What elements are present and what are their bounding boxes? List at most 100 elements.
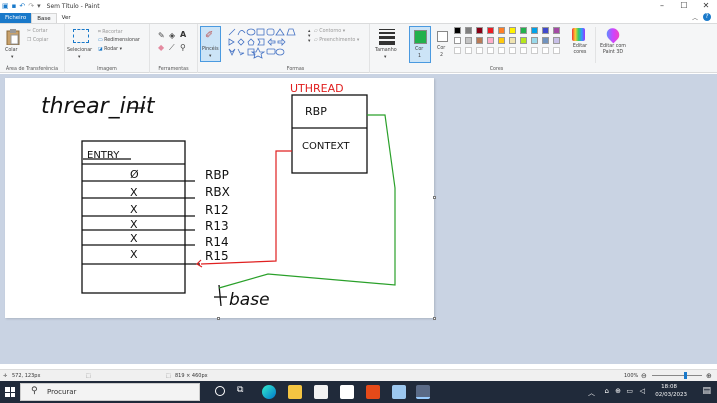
paste-button[interactable]: Colar ▾ [3, 27, 23, 63]
palette-swatch-empty[interactable] [465, 47, 472, 54]
palette-swatch[interactable] [542, 27, 549, 34]
resize-handle-bottom[interactable] [217, 317, 220, 320]
eraser-icon[interactable]: ◆ [158, 43, 165, 52]
palette-swatch[interactable] [487, 37, 494, 44]
save-icon[interactable]: ▪ [11, 2, 17, 10]
crop-button[interactable]: ⌗ Recortar [98, 30, 123, 35]
palette-swatch-empty[interactable] [509, 47, 516, 54]
drawing-canvas[interactable]: threar_init UTHREAD RBP CONTEXT ENTRY Ø … [5, 78, 436, 320]
resize-handle-right[interactable] [433, 196, 436, 199]
register-label: R14 [205, 235, 229, 249]
maximize-button[interactable]: ☐ [680, 1, 688, 10]
text-icon[interactable]: A [180, 30, 187, 39]
palette-swatch[interactable] [509, 27, 516, 34]
help-icon[interactable]: ? [703, 13, 711, 21]
brush-icon: ✐ [205, 30, 214, 41]
palette-swatch[interactable] [476, 37, 483, 44]
cut-button[interactable]: ✂ Cortar [27, 29, 48, 34]
palette-swatch[interactable] [465, 37, 472, 44]
pencil-icon[interactable]: ✎ [158, 31, 165, 40]
palette-swatch[interactable] [542, 37, 549, 44]
copy-button[interactable]: ❐ Copiar [27, 38, 49, 43]
palette-swatch[interactable] [465, 27, 472, 34]
edge-icon[interactable] [262, 385, 276, 399]
fill-icon[interactable]: ◈ [169, 31, 176, 40]
size-button[interactable]: Tamanho ▾ [374, 27, 400, 63]
palette-swatch-empty[interactable] [498, 47, 505, 54]
collapse-ribbon-icon[interactable]: ︿ [691, 15, 698, 22]
paint-taskbar-icon[interactable] [416, 385, 430, 399]
file-explorer-icon[interactable] [288, 385, 302, 399]
outline-button[interactable]: ▱ Contorno ▾ [314, 29, 346, 34]
zoom-slider[interactable] [652, 372, 702, 379]
shapes-scroll-icon[interactable]: ▴▾▾ [308, 29, 311, 44]
battery-icon[interactable]: ▭ [626, 387, 633, 395]
clock-time[interactable]: 18:08 [661, 384, 677, 390]
cortana-icon[interactable] [215, 386, 225, 396]
palette-swatch[interactable] [487, 27, 494, 34]
palette-swatch-empty[interactable] [531, 47, 538, 54]
redo-icon[interactable]: ↷ [28, 2, 35, 10]
notifications-icon[interactable]: ▤ [702, 386, 711, 396]
palette-swatch[interactable] [476, 27, 483, 34]
edit-paint3d-button[interactable]: Editar com Paint 3D [595, 25, 629, 63]
palette-swatch-empty[interactable] [487, 47, 494, 54]
zoom-in-button[interactable]: ⊕ [706, 372, 712, 380]
context-box-label: CONTEXT [302, 141, 350, 152]
palette-swatch[interactable] [553, 27, 560, 34]
app-icon[interactable] [392, 385, 406, 399]
palette-swatch[interactable] [498, 27, 505, 34]
palette-swatch[interactable] [531, 37, 538, 44]
resize-button[interactable]: ▭ Redimensionar [98, 38, 140, 43]
start-button[interactable] [5, 387, 15, 397]
clock-date[interactable]: 02/03/2023 [655, 392, 687, 398]
minimize-button[interactable]: – [660, 1, 664, 10]
undo-icon[interactable]: ↶ [19, 2, 26, 10]
color2-button[interactable]: Cor 2 [433, 26, 453, 63]
row-marks: Ø X X X X X [130, 168, 139, 261]
color1-button[interactable]: Cor 1 [409, 26, 431, 63]
palette-swatch[interactable] [520, 27, 527, 34]
palette-swatch-empty[interactable] [454, 47, 461, 54]
taskbar-search[interactable]: ⚲ Procurar [20, 383, 200, 401]
tab-home[interactable]: Base [31, 13, 57, 23]
rotate-button[interactable]: ◪ Rodar ▾ [98, 47, 123, 52]
shapes-gallery[interactable] [227, 27, 307, 59]
fill-button[interactable]: ▱ Preenchimento ▾ [314, 38, 360, 43]
palette-swatch[interactable] [509, 37, 516, 44]
canvas-area: threar_init UTHREAD RBP CONTEXT ENTRY Ø … [0, 74, 717, 364]
store-icon[interactable] [314, 385, 328, 399]
palette-swatch[interactable] [531, 27, 538, 34]
task-view-icon[interactable]: ⧉ [237, 385, 244, 395]
clipboard-icon [6, 29, 20, 45]
palette-swatch[interactable] [520, 37, 527, 44]
volume-icon[interactable]: ◁ [639, 387, 645, 395]
close-button[interactable]: ✕ [702, 1, 710, 10]
brushes-button[interactable]: ✐ Pincéis ▾ [200, 26, 221, 62]
customize-toolbar-icon[interactable]: ▾ [37, 2, 41, 10]
palette-swatch[interactable] [498, 37, 505, 44]
zoom-slider-thumb[interactable] [683, 372, 687, 379]
mail-icon[interactable] [340, 385, 354, 399]
palette-swatch[interactable] [553, 37, 560, 44]
resize-handle-corner[interactable] [433, 317, 436, 320]
office-icon[interactable] [366, 385, 380, 399]
palette-swatch-empty[interactable] [553, 47, 560, 54]
row-mark: X [130, 186, 138, 199]
tab-file[interactable]: Ficheiro [0, 13, 32, 23]
palette-swatch-empty[interactable] [542, 47, 549, 54]
palette-swatch-empty[interactable] [520, 47, 527, 54]
palette-swatch[interactable] [454, 27, 461, 34]
palette-swatch[interactable] [454, 37, 461, 44]
zoom-out-button[interactable]: ⊖ [641, 372, 647, 380]
language-icon[interactable]: ⊕ [615, 387, 621, 395]
magnifier-icon[interactable]: ⚲ [180, 43, 186, 52]
tray-chevron-icon[interactable]: ︿ [588, 389, 595, 397]
palette-swatch-empty[interactable] [476, 47, 483, 54]
color-picker-icon[interactable]: ⟋ [169, 43, 175, 52]
tab-view[interactable]: Ver [61, 15, 71, 21]
select-button[interactable]: Selecionar ▾ [67, 27, 93, 63]
network-icon[interactable]: ⌂ [604, 387, 609, 395]
edit-colors-button[interactable]: Editar cores [566, 27, 592, 63]
paint-app-icon: ▣ [2, 2, 9, 10]
